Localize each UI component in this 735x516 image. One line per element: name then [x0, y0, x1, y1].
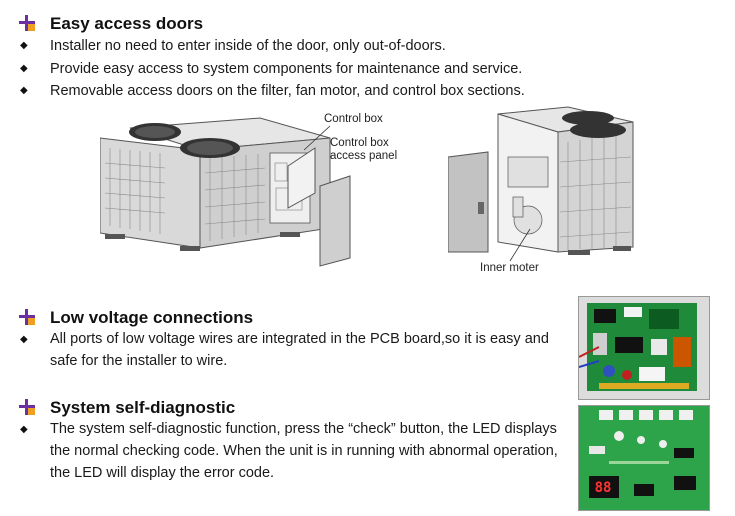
led-display: 88	[590, 479, 616, 497]
rooftop-unit-left-drawing	[99, 108, 360, 268]
section-2-title: Low voltage connections	[50, 308, 254, 327]
section-1-bullet-1: Installer no need to enter inside of the…	[50, 38, 446, 54]
section-1-bullet-2: Provide easy access to system components…	[50, 61, 523, 77]
pin-icon	[19, 15, 35, 31]
leader-line-inner-motor	[500, 225, 540, 265]
rooftop-unit-right-drawing	[447, 102, 648, 267]
diamond-icon: ◆	[20, 40, 28, 51]
section-2-heading-icon	[18, 308, 36, 326]
section-2-bullet-1: All ports of low voltage wires are integ…	[50, 331, 549, 369]
section-3-heading-icon	[18, 398, 36, 416]
diamond-icon: ◆	[20, 334, 28, 345]
section-1-bullet-3: Removable access doors on the filter, fa…	[50, 83, 525, 99]
pcb-board-photo	[578, 296, 710, 400]
diamond-icon: ◆	[20, 85, 28, 96]
section-1-title: Easy access doors	[50, 14, 204, 33]
pin-icon	[19, 309, 35, 325]
leader-line-control-box	[300, 124, 340, 154]
section-3-title: System self-diagnostic	[50, 398, 236, 417]
pin-icon	[19, 399, 35, 415]
label-control-box-panel-line2: access panel	[330, 150, 398, 162]
label-control-box: Control box	[324, 113, 383, 125]
diamond-icon: ◆	[20, 63, 28, 74]
section-3-bullet-1: The system self-diagnostic function, pre…	[50, 421, 558, 481]
diamond-icon: ◆	[20, 424, 28, 435]
label-inner-motor: Inner moter	[480, 262, 539, 274]
section-1-heading-icon	[18, 14, 36, 32]
label-control-box-panel-line1: Control box	[330, 137, 389, 149]
